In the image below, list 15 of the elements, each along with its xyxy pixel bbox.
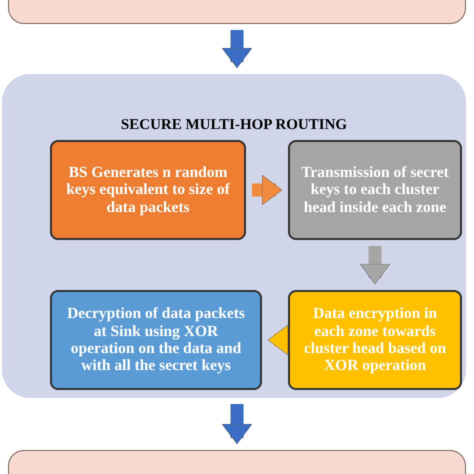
process-box	[50, 140, 246, 240]
group-panel	[2, 74, 466, 398]
panel-title: SECURE MULTI-HOP ROUTING	[120, 116, 348, 135]
arrow	[268, 324, 288, 356]
step-text: Data encryption in each zone towards cluster head based on XOR operation	[302, 305, 448, 375]
arrow	[222, 404, 252, 444]
arrow	[222, 30, 252, 68]
arrow	[360, 246, 390, 284]
step-text: Transmission of secret keys to each cluster head inside each zone	[300, 164, 450, 216]
arrow	[252, 174, 282, 206]
step-text: BS Generates n random keys equivalent to size of data packets	[65, 164, 231, 216]
process-box	[288, 290, 462, 390]
process-box	[288, 140, 462, 240]
step-text: Decryption of data packets at Sink using XOR operation on the data and with all the secret keys	[66, 305, 246, 375]
process-box	[50, 290, 262, 390]
